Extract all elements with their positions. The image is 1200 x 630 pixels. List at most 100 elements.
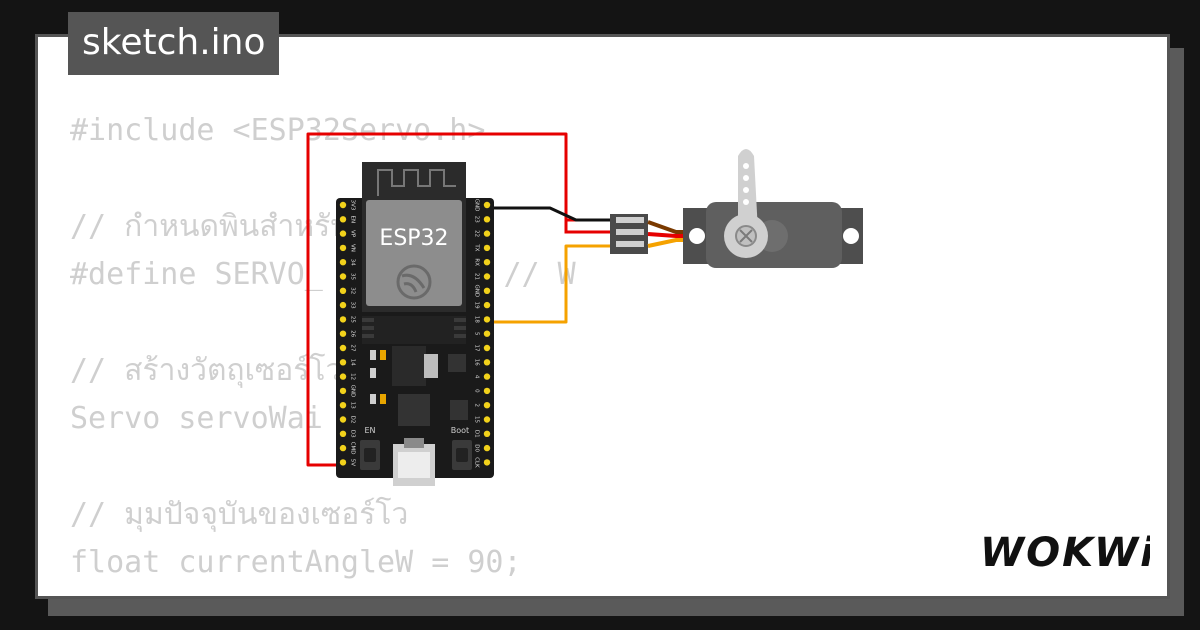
right-pin-label: TX	[474, 243, 480, 251]
usb-port[interactable]	[393, 438, 435, 486]
code-line-10: float currentAngleW = 90;	[70, 545, 522, 580]
left-pin-33[interactable]	[339, 301, 347, 309]
right-pin-D1[interactable]	[483, 430, 491, 437]
orange-wire-signal[interactable]	[484, 244, 612, 324]
right-pin-label: 2	[474, 403, 480, 407]
left-pin-D2[interactable]	[339, 416, 347, 423]
right-pin-label: 15	[474, 416, 480, 423]
right-pin-label: CLK	[474, 457, 480, 468]
right-pin-label: RX	[474, 258, 480, 266]
right-pin-GND[interactable]	[483, 201, 491, 209]
wires	[306, 132, 612, 467]
left-pin-label: CMD	[350, 442, 356, 455]
left-pin-D3[interactable]	[339, 430, 347, 437]
left-pin-34[interactable]	[339, 259, 347, 266]
left-pin-label: 14	[350, 359, 356, 366]
svg-text:WOKWi: WOKWi	[980, 530, 1150, 576]
left-pin-label: D2	[350, 416, 356, 424]
code-line-3: // กำหนดพินสำหรับ	[70, 209, 350, 244]
code-line-1: #include <ESP32Servo.h>	[70, 113, 486, 148]
board-label: ESP32	[379, 226, 448, 251]
left-pin-GND[interactable]	[339, 387, 347, 395]
boot-button[interactable]: Boot	[451, 426, 472, 470]
left-pin-label: 35	[350, 273, 356, 280]
left-pin-25[interactable]	[339, 316, 347, 323]
right-pin-label: 18	[474, 316, 480, 323]
left-pin-label: GND	[350, 385, 356, 398]
black-wire-gnd[interactable]	[484, 206, 612, 222]
preview-card: #include <ESP32Servo.h> // กำหนดพินสำหรับ…	[35, 34, 1170, 599]
file-tab[interactable]: sketch.ino	[68, 12, 280, 75]
code-line-4: #define SERVO_ // W	[70, 257, 576, 292]
right-pin-18[interactable]	[483, 316, 491, 323]
right-pin-label: 19	[474, 302, 480, 309]
right-pin-5[interactable]	[483, 330, 491, 337]
right-pin-15[interactable]	[483, 416, 491, 423]
code-line-9: // มุมปัจจุบันของเซอร์โว	[70, 497, 409, 532]
right-pin-label: 16	[474, 359, 480, 366]
left-pin-header: 3V3ENVPVN343532332526271412GND13D2D3CMD5…	[339, 200, 356, 466]
servo-connector[interactable]	[610, 214, 648, 254]
right-pin-label: 0	[474, 389, 480, 393]
right-pin-CLK[interactable]	[483, 459, 491, 466]
red-wire-signal[interactable]	[564, 220, 612, 234]
right-pin-19[interactable]	[483, 301, 491, 309]
left-pin-label: 32	[350, 287, 356, 294]
esp32-board[interactable]: ESP32 EN	[336, 162, 494, 486]
right-pin-label: 22	[474, 230, 480, 237]
right-pin-label: 23	[474, 216, 480, 223]
right-pin-label: GND	[474, 284, 480, 297]
code-line-6: // สร้างวัตถุเซอร์โว	[70, 353, 343, 388]
left-pin-label: 25	[350, 316, 356, 323]
servo-motor[interactable]	[683, 149, 863, 268]
svg-text:Boot: Boot	[451, 426, 469, 435]
right-pin-RX[interactable]	[483, 259, 491, 266]
left-pin-32[interactable]	[339, 287, 347, 294]
left-pin-13[interactable]	[339, 402, 347, 409]
servo-screw-icon	[739, 229, 753, 243]
code-line-11: float stepDelay = 1.0;	[70, 587, 576, 596]
left-pin-35[interactable]	[339, 273, 347, 280]
left-pin-label: 26	[350, 330, 356, 337]
code-preview: #include <ESP32Servo.h> // กำหนดพินสำหรับ…	[70, 107, 576, 596]
right-pin-label: D0	[474, 444, 480, 452]
right-pin-16[interactable]	[483, 359, 491, 366]
right-pin-21[interactable]	[483, 273, 491, 280]
right-pin-22[interactable]	[483, 230, 491, 237]
right-pin-label: 5	[474, 332, 480, 336]
left-pin-label: 3V3	[350, 200, 356, 211]
left-pin-label: EN	[350, 216, 356, 224]
right-pin-GND[interactable]	[483, 287, 491, 294]
left-pin-VN[interactable]	[339, 244, 347, 252]
wokwi-logo: WOKWi	[980, 530, 1150, 576]
svg-text:EN: EN	[364, 426, 375, 435]
left-pin-label: 34	[350, 259, 356, 266]
right-pin-label: D1	[474, 430, 480, 438]
espressif-logo-icon	[396, 264, 432, 300]
right-pin-2[interactable]	[483, 402, 491, 409]
left-pin-label: 27	[350, 345, 356, 352]
en-button[interactable]: EN	[360, 426, 380, 470]
left-pin-CMD[interactable]	[339, 444, 347, 452]
right-pin-23[interactable]	[483, 216, 491, 223]
left-pin-12[interactable]	[339, 373, 347, 380]
right-pin-D0[interactable]	[483, 444, 491, 452]
right-pin-label: GND	[474, 199, 480, 212]
left-pin-5V[interactable]	[339, 459, 347, 466]
left-pin-3V3[interactable]	[339, 201, 347, 209]
left-pin-26[interactable]	[339, 330, 347, 337]
left-pin-EN[interactable]	[339, 216, 347, 223]
right-pin-0[interactable]	[483, 387, 491, 395]
left-pin-14[interactable]	[339, 359, 347, 366]
code-line-7: Servo servoWai	[70, 401, 323, 436]
left-pin-27[interactable]	[339, 344, 347, 352]
left-pin-VP[interactable]	[339, 230, 347, 237]
right-pin-label: 21	[474, 273, 480, 280]
right-pin-17[interactable]	[483, 344, 491, 352]
usb-chip	[398, 394, 430, 426]
right-pin-label: 17	[474, 345, 480, 352]
components	[370, 346, 468, 426]
right-pin-TX[interactable]	[483, 244, 491, 252]
right-pin-4[interactable]	[483, 373, 491, 380]
